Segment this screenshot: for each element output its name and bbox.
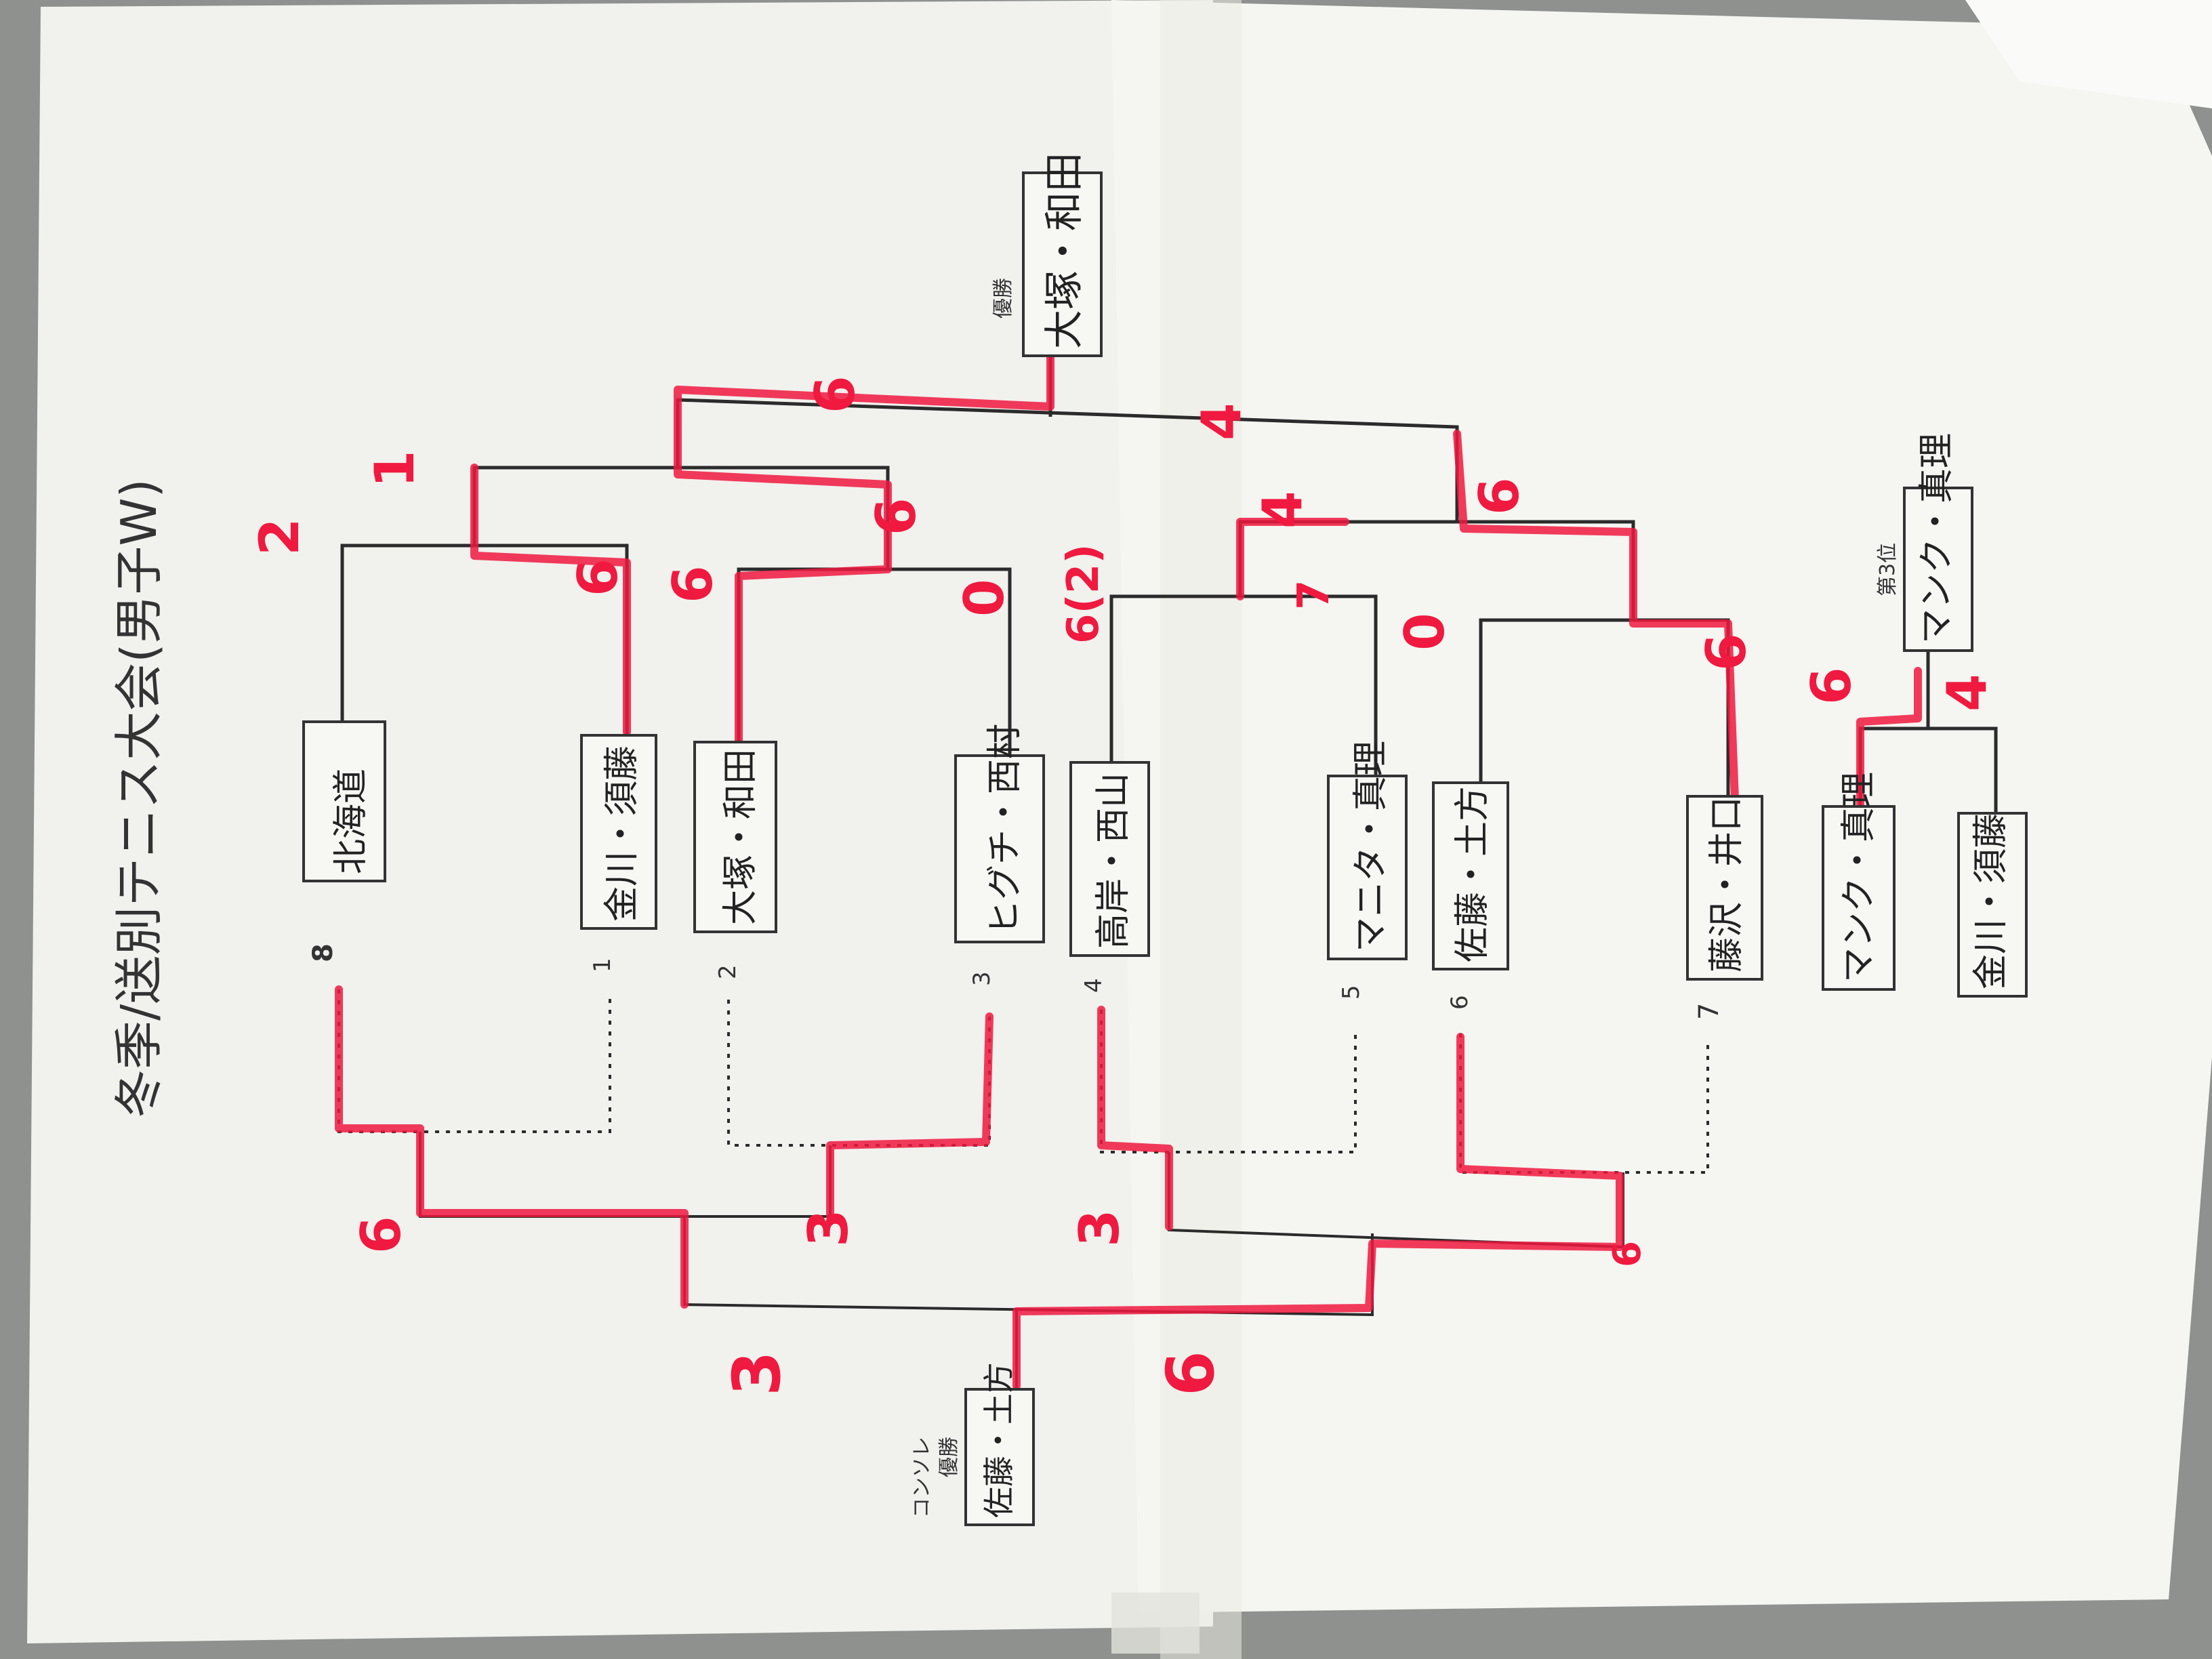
third-place-name: マンク・真理 [1917,433,1957,644]
team-name-2: 大塚・和田 [720,749,761,925]
highlight-path-1 [470,464,631,736]
team-boxes [302,171,2028,1526]
third-place-label: 第3位 [1876,543,1900,596]
team-names: 北海道 金川・須藤 大塚・和田 ヒグチ・西村 高岸・西山 マニタ・真理 佐藤・土… [331,152,2011,1518]
team-box-4 [1069,761,1150,957]
score-r1-6: 7 [1289,579,1339,610]
team-box-5 [1327,775,1408,960]
champion-name: 大塚・和田 [1041,152,1087,349]
team-box-2 [693,741,777,933]
score-r1-2: 6 [567,558,630,596]
score-sf-2: 6 [865,497,928,535]
highlight-path-4 [1236,518,1349,600]
conso-score-1: 6 [350,1216,413,1254]
consolation-champion-label: 優勝 [937,1437,961,1477]
conso-score-3: 3 [1068,1209,1131,1247]
red-scores: 2 6 6 0 6(2) 7 0 6 1 6 4 6 6 4 6 4 6 3 3… [248,375,1999,1396]
score-r1-1: 2 [248,518,311,556]
score-third-2: 4 [1936,674,1999,712]
third-team-b: 金川・須藤 [1971,813,2011,989]
seed-numbers: 8 1 2 3 4 5 6 7 [308,943,1725,1020]
score-r1-4: 0 [953,579,1016,617]
tape-strip-vertical [1160,0,1242,1659]
conso-final-score-2: 6 [1153,1351,1229,1396]
seed-1: 1 [589,958,616,972]
team-box-8 [302,720,386,882]
consolation-winner-highlights [335,985,1624,1390]
score-r1-5: 6(2) [1059,544,1109,644]
score-sf-1: 1 [363,450,426,488]
conso-highlight-3 [1097,1006,1173,1231]
score-sf-4: 6 [1468,477,1531,515]
team-name-5: マニタ・真理 [1351,741,1391,952]
tape-piece [1111,1593,1200,1654]
third-box-b [1957,812,2028,998]
printed-labels: 優勝 第3位 優勝 コンソレ [910,278,1900,1518]
seed-6: 6 [1446,995,1473,1010]
team-box-7 [1686,795,1763,981]
seed-3: 3 [968,971,996,986]
seed-5: 5 [1338,985,1365,1000]
team-name-6: 佐藤・土方 [1452,786,1493,962]
team-name-7: 藤沢・井口 [1706,796,1747,972]
score-r1-8: 6 [1695,633,1758,671]
conso-highlight-2 [826,1012,994,1221]
score-r1-3: 6 [661,565,724,603]
paper-right [1111,0,2212,1613]
conso-final-score-1: 3 [719,1351,795,1396]
consolation-heading: コンソレ [910,1437,934,1518]
paper-corner [1965,0,2212,108]
champion-box [1022,171,1103,357]
conso-score-2: 3 [797,1209,860,1247]
team-box-1 [580,734,657,930]
third-place-box [1903,487,1973,652]
consolation-name: 佐藤・土方 [981,1362,1017,1518]
highlight-path-2 [674,352,1054,750]
score-sf-3: 4 [1251,491,1314,529]
team-name-4: 高岸・西山 [1093,773,1134,949]
third-box-a [1822,805,1896,991]
third-team-a: マンク・真理 [1839,772,1879,983]
conso-score-4: 6 [1605,1241,1650,1267]
team-name-3: ヒグチ・西村 [985,724,1025,935]
score-final-1: 6 [804,375,867,413]
team-box-6 [1432,781,1509,970]
seed-4: 4 [1080,978,1107,993]
team-name-8: 北海道 [331,769,371,874]
conso-r1-c [1100,1010,1357,1153]
seed-7: 7 [1694,1003,1725,1020]
conso-highlight-4 [1012,1033,1624,1390]
highlight-path-3 [1453,430,1739,804]
conso-r1-a [337,989,611,1133]
main-winner-highlights [470,352,1922,811]
team-name-1: 金川・須藤 [602,745,642,922]
team-box-3 [954,754,1045,943]
conso-highlight-1 [335,985,689,1309]
seed-2: 2 [714,964,741,979]
score-r1-7: 0 [1393,613,1456,651]
score-third-1: 6 [1800,667,1863,705]
score-final-2: 4 [1190,403,1253,441]
highlight-path-5 [1856,667,1922,811]
seed-8: 8 [308,943,339,962]
champion-label: 優勝 [991,278,1015,319]
consolation-box [964,1388,1035,1526]
page-title: 冬季/送別テニス大会(男子W) [110,478,167,1118]
